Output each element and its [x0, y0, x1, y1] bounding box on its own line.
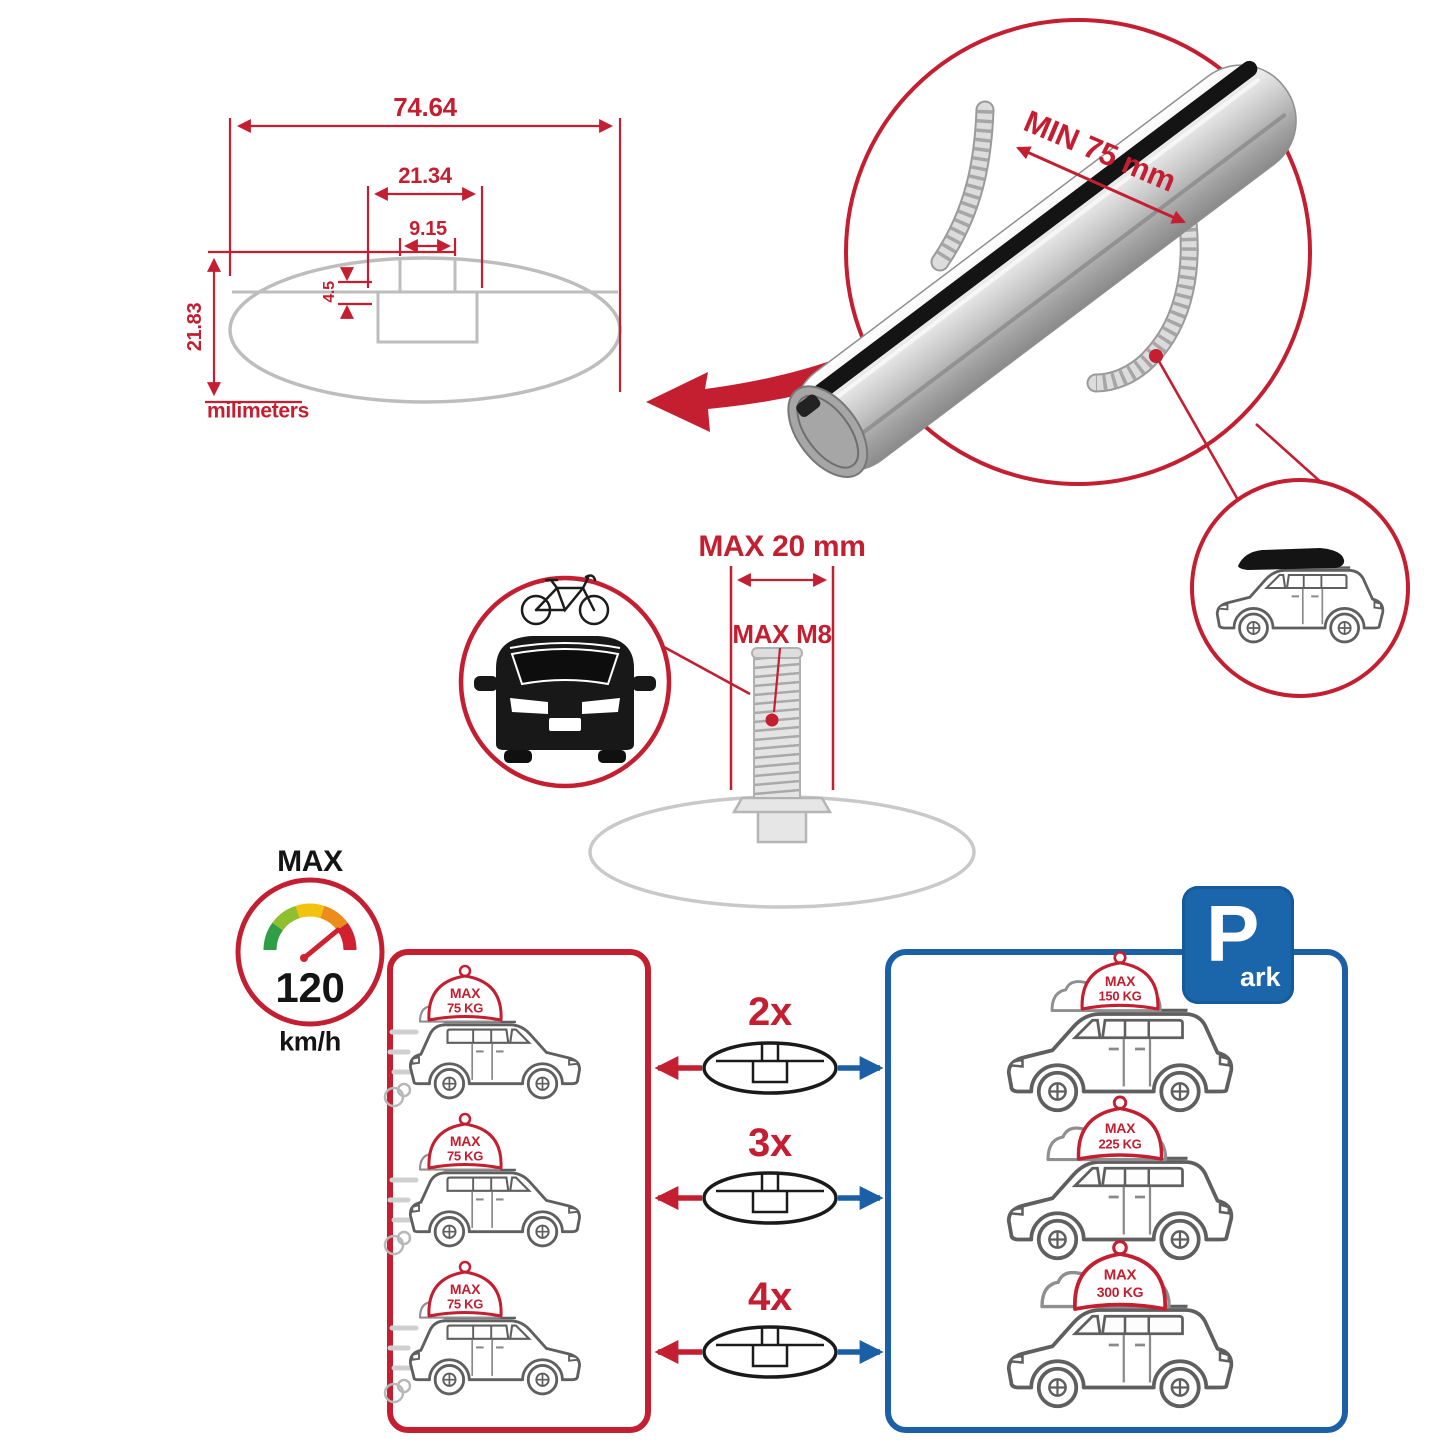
max-bolt-length-label: MAX 20 mm: [698, 530, 866, 563]
roof-box: [1238, 548, 1345, 570]
driving-car-row-2: [383, 1112, 581, 1256]
driving-badge-load-3: 75 KG: [446, 1296, 484, 1312]
dimension-lines: [205, 118, 622, 404]
parked-badge-label-1: MAX: [1104, 973, 1136, 989]
park-sign-letter: P: [1206, 889, 1260, 978]
capacity-comparison: [235, 877, 1348, 1433]
bicycle-icon: [520, 574, 610, 626]
park-sign-suffix: ark: [1240, 962, 1281, 992]
driving-badge-load-1: 75 KG: [446, 1000, 484, 1016]
slot-adapter: [731, 796, 833, 844]
units-label: milimeters: [206, 399, 310, 423]
cross-section-diagram: [205, 118, 864, 432]
driving-badge-load-2: 75 KG: [446, 1148, 484, 1164]
clamp-bolt-detail: [458, 566, 976, 909]
bar-profile-ellipse: [228, 256, 622, 404]
park-sign: P ark: [1182, 886, 1294, 1004]
callout-arrow: [646, 351, 864, 432]
car-front-icon: [474, 636, 656, 763]
multiplier-row-2: 3x: [748, 1121, 792, 1165]
driving-badge-label-2: MAX: [449, 1133, 481, 1149]
speed-value: 120: [275, 964, 345, 1011]
speed-gauge-icon: [235, 877, 385, 1027]
max-thread-label: MAX M8: [732, 619, 832, 649]
dim-lip-depth: 4.5: [321, 281, 338, 303]
driving-box: [387, 949, 651, 1433]
dim-slot-width: 9.15: [409, 218, 447, 240]
dim-overall-width: 74.64: [393, 92, 457, 122]
thread-point-dot: [765, 713, 779, 727]
driving-badge-label-3: MAX: [449, 1281, 481, 1297]
crossbar-render: [787, 18, 1410, 698]
min-grip-arrow: [1016, 146, 1186, 224]
driving-car-row-3: [383, 1260, 581, 1404]
speed-max-label: MAX: [277, 845, 343, 878]
magnifier-circle: [844, 18, 1312, 486]
u-bolt-icon: [930, 100, 1199, 393]
parked-badge-label-3: MAX: [1103, 1266, 1137, 1284]
multiplier-column: [654, 1041, 884, 1379]
parked-badge-load-3: 300 KG: [1096, 1284, 1144, 1300]
driving-badge-label-1: MAX: [449, 985, 481, 1001]
parked-badge-load-1: 150 KG: [1098, 988, 1142, 1004]
roofbox-car-icon: [1215, 548, 1385, 644]
parked-badge-label-2: MAX: [1104, 1120, 1136, 1136]
bolt-dimension-lines: [663, 566, 835, 790]
driving-car-row-1: [383, 964, 581, 1108]
dim-channel-width: 21.34: [398, 163, 452, 188]
stud-top: [751, 647, 803, 659]
multiplier-row-3: 4x: [748, 1275, 792, 1319]
speed-unit: km/h: [279, 1026, 341, 1057]
multiplier-row-1: 2x: [748, 990, 792, 1034]
dim-overall-height: 21.83: [184, 302, 206, 352]
bar-profile-slot: [232, 260, 618, 344]
parked-badge-load-2: 225 KG: [1098, 1136, 1142, 1152]
